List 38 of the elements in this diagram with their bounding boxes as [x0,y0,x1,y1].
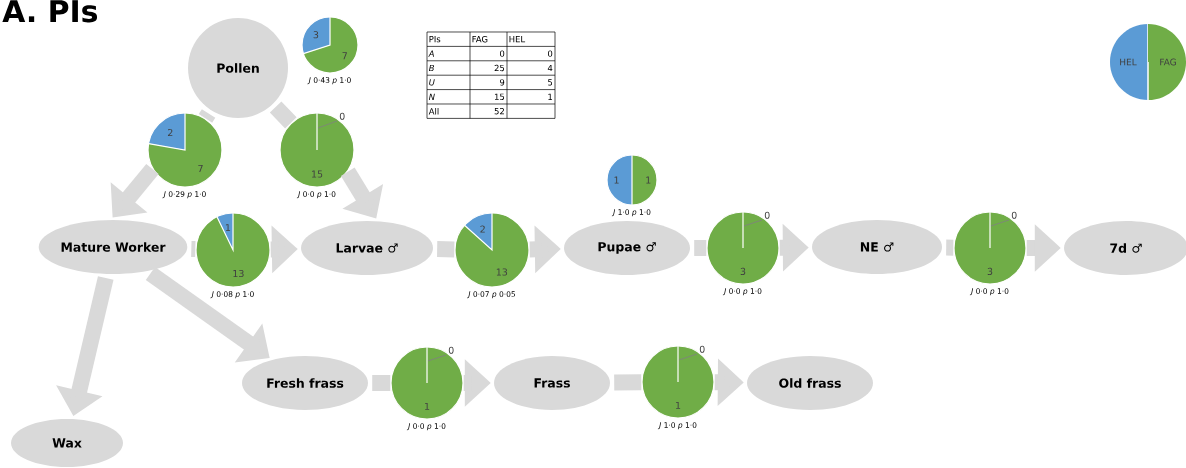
connector-band [437,241,455,258]
pie-chart: 2 13 [454,212,530,288]
table-cell: 1 [548,93,553,100]
pie-chart: 0 1 [390,346,464,420]
connector-band [694,240,707,256]
table-cell: FAG [472,36,488,43]
table-cell: 5 [548,79,553,86]
connector-band [191,240,196,258]
pie-chart: 1 13 [195,212,271,288]
connector-band [372,375,391,391]
pie-chart: 1 1 [606,154,658,206]
table-cell: PIs [429,36,441,43]
table-cell: U [429,79,435,86]
table-cell: B [428,64,434,72]
connector-band [614,374,642,391]
legend-label: HEL [1120,58,1137,66]
table-cell: 25 [494,64,505,72]
table-cell: 4 [547,64,553,72]
table-cell: A [428,50,434,57]
table-cell: HEL [509,36,526,43]
pie-chart: 0 15 [279,112,355,188]
pie-chart: 0 3 [953,211,1027,285]
table-cell: N [428,93,435,100]
table-cell: 0 [500,50,505,57]
table-cell: 9 [499,79,505,86]
table-cell: 15 [494,93,505,100]
connector-band [198,109,216,123]
legend-label: FAG [1160,58,1176,66]
connector-band [269,101,297,129]
pie-chart: 3 7 [301,16,359,74]
connector-band [946,239,954,256]
title: A. PIs [2,0,98,23]
table-cell: All [428,107,439,115]
table-cell: 52 [494,108,504,115]
pie-chart: 0 1 [641,345,715,419]
table-cell: 0 [548,50,553,57]
pie-chart: 0 3 [706,211,780,285]
pie-chart: 2 7 [147,112,223,188]
